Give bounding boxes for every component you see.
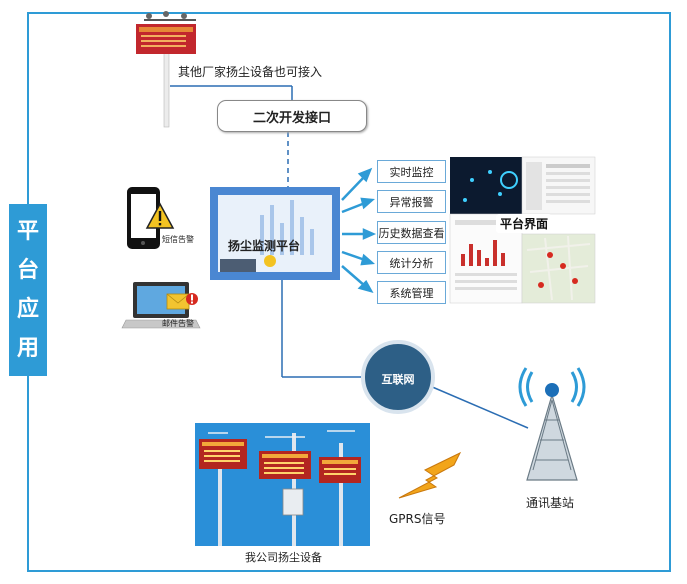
base-station-label: 通讯基站 — [526, 496, 575, 510]
email-alert-label: 邮件告警 — [162, 319, 194, 328]
base-station-tower-icon — [518, 367, 586, 481]
envelope-icon — [166, 293, 190, 310]
function-system-management: 系统管理 — [377, 281, 446, 304]
platform-monitor: 扬尘监测平台 — [210, 187, 340, 280]
sms-alert-label: 短信告警 — [162, 235, 194, 244]
side-label-char: 平 — [16, 218, 39, 244]
internet-node: 互联网 — [361, 340, 435, 414]
function-history-data: 历史数据查看 — [377, 221, 446, 244]
internet-label: 互联网 — [381, 373, 415, 386]
alert-badge-icon — [186, 293, 198, 305]
smartphone-icon — [127, 187, 160, 249]
lightning-icon — [398, 451, 462, 499]
api-interface-box: 二次开发接口 — [217, 100, 367, 132]
gprs-signal-label: GPRS信号 — [389, 512, 446, 526]
dashboard-screenshot-map — [521, 233, 596, 304]
function-abnormal-alarm: 异常报警 — [377, 190, 446, 213]
function-arrows — [341, 167, 377, 293]
dashboard-screenshot-table — [521, 156, 596, 215]
warning-icon — [145, 202, 175, 229]
company-devices-caption: 我公司扬尘设备 — [245, 551, 322, 564]
side-label-platform-application: 平 台 应 用 — [9, 204, 47, 376]
side-label-char: 应 — [16, 296, 39, 322]
function-statistics: 统计分析 — [377, 251, 446, 274]
side-label-char: 台 — [16, 257, 39, 283]
third-party-caption: 其他厂家扬尘设备也可接入 — [178, 65, 323, 79]
platform-bar-graphic — [220, 200, 314, 272]
platform-ui-caption: 平台界面 — [496, 214, 553, 233]
side-label-char: 用 — [16, 335, 39, 361]
dashboard-screenshot-dark — [450, 157, 522, 214]
company-devices-panel — [195, 423, 370, 546]
function-realtime-monitoring: 实时监控 — [377, 160, 446, 183]
platform-title: 扬尘监测平台 — [228, 239, 301, 253]
platform-screen: 扬尘监测平台 — [218, 195, 332, 272]
third-party-pole-icon — [136, 11, 196, 128]
dust-monitor-devices-icon — [199, 430, 361, 546]
